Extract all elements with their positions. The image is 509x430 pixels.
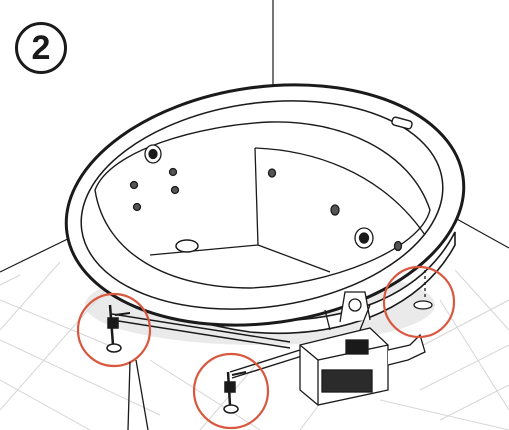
jet-nozzle-icon	[129, 180, 139, 190]
floor-wall-edge-right	[454, 217, 509, 249]
threaded-stud-icon	[413, 270, 433, 310]
jet-group	[129, 144, 403, 252]
jet-nozzle-icon	[267, 168, 277, 178]
tub-seat	[149, 147, 426, 273]
support-frame	[111, 313, 303, 379]
callout-pointer	[127, 359, 149, 430]
drain-icon	[175, 239, 199, 253]
adjustable-leg-front	[223, 371, 247, 414]
callout-front-leg	[192, 352, 270, 430]
jet-nozzle-icon	[168, 167, 178, 177]
callout-circles	[76, 265, 456, 430]
step-number-badge: 2	[15, 22, 67, 74]
jet-nozzle-icon	[393, 240, 403, 252]
callout-stud	[382, 265, 456, 339]
step-number: 2	[31, 29, 51, 67]
callout-left-leg	[76, 292, 152, 368]
jet-nozzle-icon	[132, 202, 142, 212]
jet-nozzle-icon	[170, 185, 180, 195]
pump-motor-icon	[299, 291, 426, 406]
adjustable-leg-left	[106, 304, 131, 353]
control-button	[391, 116, 413, 130]
jet-nozzle-icon	[330, 204, 340, 216]
floor-tile-grid	[0, 261, 509, 430]
